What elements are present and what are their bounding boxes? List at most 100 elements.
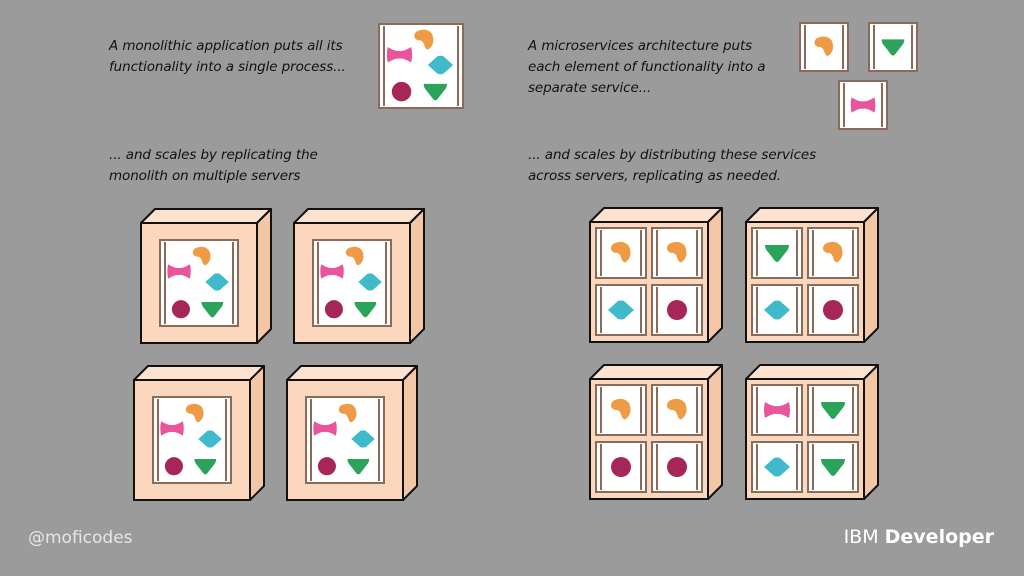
maroon-circle-icon [171,300,190,319]
monolith-replica-1 [159,239,239,327]
pink-bowtie-icon [386,46,413,63]
monolith-server-1 [140,208,272,344]
teal-diamond-icon [351,430,375,448]
pink-bowtie-icon [167,264,191,279]
orange-blob-icon [666,241,687,263]
service-instance [595,441,647,493]
teal-diamond-icon [427,55,454,75]
brand-prefix: IBM [843,526,879,548]
green-triangle-icon [821,402,845,419]
microservices-scale-caption: ... and scales by distributing these ser… [528,147,817,184]
microservice-server-3-side [707,364,723,500]
green-triangle-icon [881,39,905,56]
monolith-server-1-top [140,208,272,224]
microservice-server-1-side [707,207,723,343]
green-triangle-icon [194,458,217,475]
green-triangle-icon [423,83,448,101]
service-instance [651,441,703,493]
maroon-circle-icon [611,457,631,477]
orange-blob-icon [814,36,834,56]
microservice-server-2 [745,207,879,343]
teal-diamond-icon [764,300,790,320]
author-handle: @moficodes [28,528,133,548]
maroon-circle-icon [823,300,843,320]
teal-diamond-icon [608,300,634,320]
microservice-server-2-top [745,207,879,223]
monolith-server-3 [133,365,265,501]
service-instance [807,441,859,493]
service-instance [595,227,647,279]
monolith-server-2-top [293,208,425,224]
monolith-server-3-top [133,365,265,381]
service-2 [868,22,918,72]
orange-blob-icon [414,29,434,50]
monolith-server-2-side [409,208,425,344]
monolith-server-2 [293,208,425,344]
monolith-server-4-side [402,365,418,501]
pink-bowtie-icon [313,421,337,436]
orange-blob-icon [192,246,211,266]
orange-blob-icon [822,241,843,263]
pink-bowtie-icon [850,97,876,113]
service-instance [651,284,703,336]
microservice-server-4 [745,364,879,500]
service-instance [651,384,703,436]
service-instance [807,227,859,279]
microservice-server-2-side [863,207,879,343]
service-instance [651,227,703,279]
teal-diamond-icon [764,457,790,477]
service-instance [595,384,647,436]
microservice-server-3 [589,364,723,500]
green-triangle-icon [201,301,224,318]
teal-diamond-icon [358,273,382,291]
pink-bowtie-icon [320,264,344,279]
monolith-app [378,23,464,109]
microservice-server-4-side [863,364,879,500]
microservice-server-1-top [589,207,723,223]
orange-blob-icon [666,398,687,420]
service-instance [807,284,859,336]
orange-blob-icon [185,403,204,423]
teal-diamond-icon [205,273,229,291]
microservice-server-3-top [589,364,723,380]
service-1 [799,22,849,72]
maroon-circle-icon [391,81,412,102]
brand-logo: IBM Developer [844,526,994,548]
green-triangle-icon [347,458,370,475]
microservice-server-1 [589,207,723,343]
brand-suffix: Developer [884,526,994,548]
service-instance [807,384,859,436]
monolith-intro-caption: A monolithic application puts all its fu… [109,38,346,75]
orange-blob-icon [345,246,364,266]
monolith-replica-4 [305,396,385,484]
orange-blob-icon [338,403,357,423]
monolith-server-1-side [256,208,272,344]
service-instance [751,384,803,436]
microservice-server-4-top [745,364,879,380]
orange-blob-icon [610,241,631,263]
service-instance [751,441,803,493]
green-triangle-icon [765,245,789,262]
monolith-server-4-top [286,365,418,381]
green-triangle-icon [354,301,377,318]
maroon-circle-icon [667,457,687,477]
green-triangle-icon [821,459,845,476]
service-instance [751,227,803,279]
monolith-server-3-side [249,365,265,501]
monolith-server-4 [286,365,418,501]
pink-bowtie-icon [764,402,790,418]
service-instance [595,284,647,336]
maroon-circle-icon [667,300,687,320]
maroon-circle-icon [164,457,183,476]
monolith-scale-caption: ... and scales by replicating the monoli… [109,147,318,184]
monolith-replica-2 [312,239,392,327]
maroon-circle-icon [324,300,343,319]
microservices-intro-caption: A microservices architecture puts each e… [528,38,766,96]
orange-blob-icon [610,398,631,420]
pink-bowtie-icon [160,421,184,436]
maroon-circle-icon [317,457,336,476]
service-3 [838,80,888,130]
monolith-replica-3 [152,396,232,484]
teal-diamond-icon [198,430,222,448]
